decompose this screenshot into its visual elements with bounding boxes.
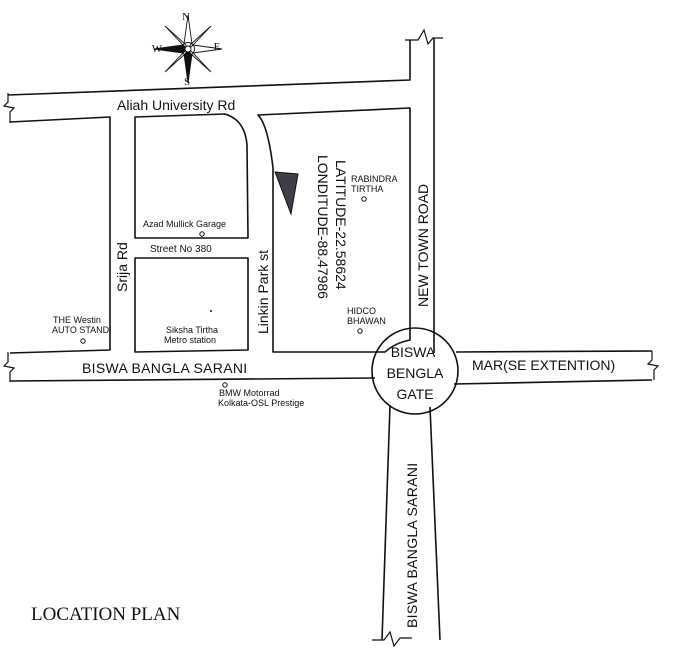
site-latitude: LATITUDE-22.58624 xyxy=(333,160,349,290)
road-label-biswa-bangla-v: BISWA BANGLA SARANI xyxy=(404,463,420,628)
compass-west-label: W xyxy=(152,43,163,55)
road-label-biswa-bangla-h: BISWA BANGLA SARANI xyxy=(82,360,247,376)
landmark-label: AUTO STAND xyxy=(52,325,110,335)
roundabout-label-2: BENGLA xyxy=(387,365,444,381)
landmark-dot-icon xyxy=(361,196,367,202)
landmark-label: HIDCO xyxy=(347,306,376,316)
block-a xyxy=(134,113,249,239)
map-title: LOCATION PLAN xyxy=(31,604,181,625)
road-break-icon xyxy=(2,352,16,382)
road-edge xyxy=(429,406,441,641)
landmark-label: BHAWAN xyxy=(347,316,386,326)
road-label-street-380: Street No 380 xyxy=(150,244,212,255)
landmark-dot-icon xyxy=(199,231,205,237)
road-edge xyxy=(455,350,653,353)
road-break-icon xyxy=(372,630,412,648)
landmark-label: THE Westin xyxy=(53,315,101,325)
compass-south-label: S xyxy=(184,76,190,88)
landmark-label: Kolkata-OSL Prestige xyxy=(218,398,304,408)
road-edge xyxy=(381,404,391,641)
block-b xyxy=(134,257,249,353)
landmark-label: RABINDRA xyxy=(351,174,398,184)
landmark-siksha-tirtha: Siksha Tirtha Metro station xyxy=(164,310,218,345)
road-break-icon xyxy=(2,93,16,123)
landmark-westin-auto-stand: THE Westin AUTO STAND xyxy=(52,315,110,344)
landmark-rabindra-tirtha: RABINDRA TIRTHA xyxy=(351,174,398,202)
road-network xyxy=(2,28,660,648)
roundabout-label-1: BISWA xyxy=(391,344,436,360)
compass-rose-icon: N S E W xyxy=(152,11,223,88)
road-edge xyxy=(7,40,411,96)
landmark-label: Azad Mullick Garage xyxy=(143,219,226,229)
landmark-dot-icon xyxy=(80,338,86,344)
road-label-new-town: NEW TOWN ROAD xyxy=(415,184,431,307)
landmark-label: Metro station xyxy=(164,335,216,345)
site-block xyxy=(257,107,411,353)
road-label-mar: MAR(SE EXTENTION) xyxy=(472,357,615,373)
road-label-linkin-park: Linkin Park st xyxy=(255,250,271,334)
compass-east-label: E xyxy=(214,41,221,53)
landmark-azad-mullick: Azad Mullick Garage xyxy=(143,219,226,237)
compass-north-label: N xyxy=(182,11,190,23)
landmark-label: TIRTHA xyxy=(351,184,383,194)
road-break-icon xyxy=(646,351,660,380)
road-edge xyxy=(453,379,653,385)
site-marker xyxy=(274,171,299,216)
landmark-dot-icon xyxy=(222,382,228,388)
roundabout xyxy=(371,327,459,415)
landmark-label: BMW Motorrad xyxy=(219,388,280,398)
road-edge xyxy=(9,377,376,382)
landmark-dot-icon xyxy=(357,328,363,334)
landmark-hidco-bhawan: HIDCO BHAWAN xyxy=(347,306,386,334)
road-edge xyxy=(9,116,111,354)
landmark-label: Siksha Tirtha xyxy=(166,325,218,335)
road-label-srija: Srija Rd xyxy=(114,242,130,292)
road-label-aliah: Aliah University Rd xyxy=(117,97,235,113)
site-longitude: LONDITUDE-88.47986 xyxy=(315,155,331,299)
roundabout-label-3: GATE xyxy=(396,386,433,402)
landmark-bmw-motorrad: BMW Motorrad Kolkata-OSL Prestige xyxy=(218,382,304,408)
landmark-dot-icon xyxy=(210,310,212,312)
